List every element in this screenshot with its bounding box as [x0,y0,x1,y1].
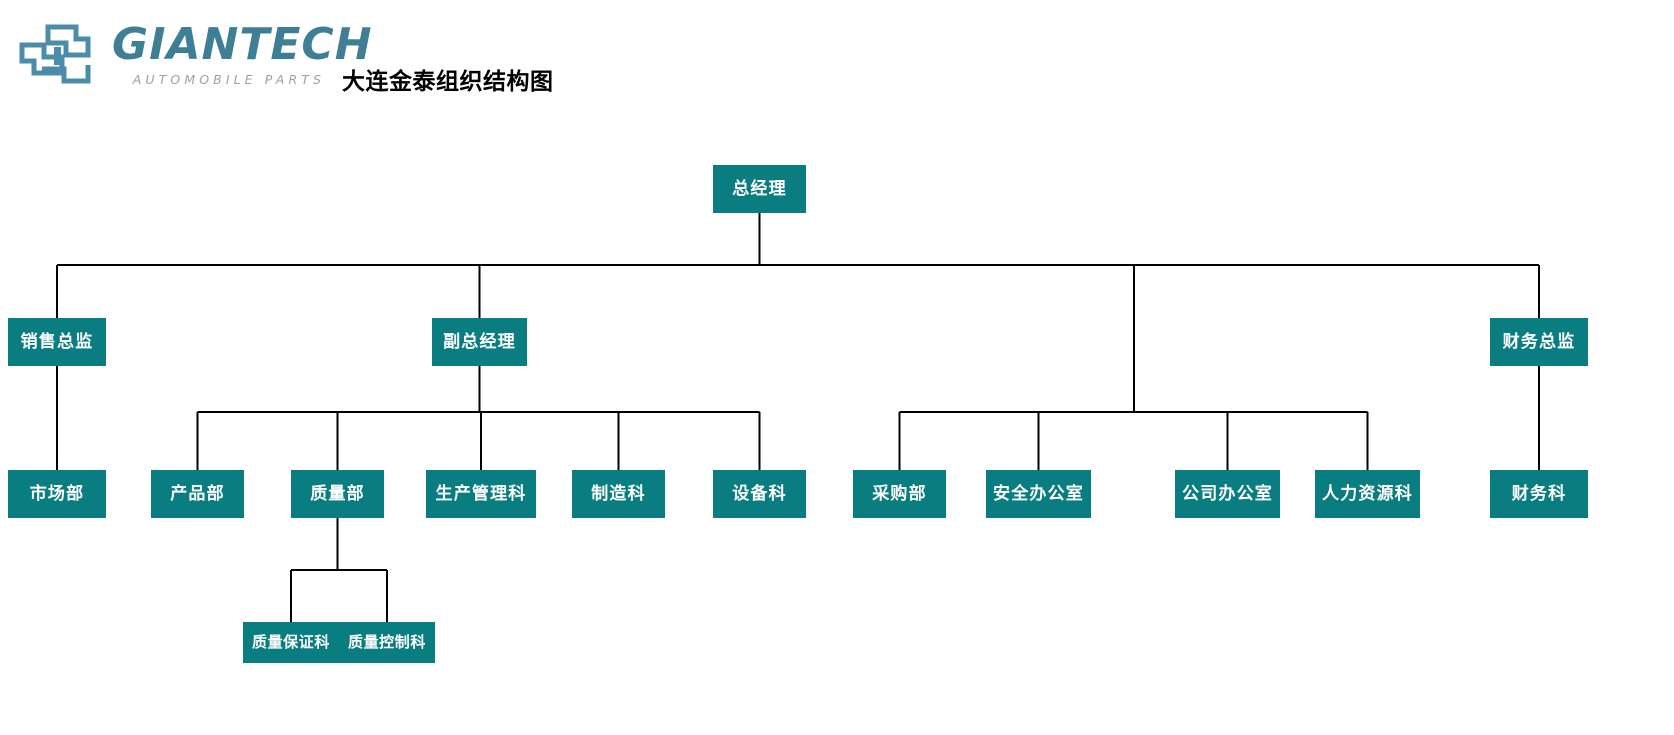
org-node-label: 人力资源科 [1322,483,1413,504]
org-node-label: 质量控制科 [347,633,426,651]
org-node-label: 安全办公室 [993,483,1084,504]
org-node-finance[interactable]: 财务科 [1490,470,1588,518]
org-node-label: 财务科 [1511,483,1567,504]
org-node-label: 产品部 [170,483,225,504]
org-node-purchase[interactable]: 采购部 [853,470,946,518]
org-node-dep_gm[interactable]: 副总经理 [432,318,527,366]
org-node-gm[interactable]: 总经理 [713,165,806,213]
org-node-label: 生产管理科 [435,483,527,504]
org-node-label: 市场部 [29,483,85,504]
org-node-corp_off[interactable]: 公司办公室 [1175,470,1280,518]
org-node-label: 财务总监 [1502,331,1576,352]
org-node-manufact[interactable]: 制造科 [572,470,665,518]
org-node-qa[interactable]: 质量保证科 [243,622,339,663]
page-title: 大连金泰组织结构图 [342,68,554,95]
org-node-label: 质量部 [310,483,365,504]
org-node-label: 设备科 [732,483,787,504]
org-node-prod_mgmt[interactable]: 生产管理科 [426,470,536,518]
org-node-product[interactable]: 产品部 [151,470,244,518]
logo-tagline: AUTOMOBILE PARTS [132,72,325,87]
org-node-hr[interactable]: 人力资源科 [1315,470,1420,518]
giantech-logo-mark [14,22,106,88]
org-node-market[interactable]: 市场部 [8,470,106,518]
org-node-label: 公司办公室 [1182,483,1273,504]
org-node-equipment[interactable]: 设备科 [713,470,806,518]
org-node-label: 质量保证科 [251,633,330,651]
org-node-fin_dir[interactable]: 财务总监 [1490,318,1588,366]
org-node-label: 采购部 [872,483,927,504]
org-node-label: 副总经理 [443,331,516,352]
org-node-qc[interactable]: 质量控制科 [339,622,435,663]
org-node-label: 总经理 [732,178,787,199]
org-node-label: 销售总监 [20,331,94,352]
page-header: GIANTECH AUTOMOBILE PARTS 大连金泰组织结构图 [0,0,1674,120]
org-node-safety[interactable]: 安全办公室 [986,470,1091,518]
org-node-label: 制造科 [591,483,646,504]
org-node-sales_dir[interactable]: 销售总监 [8,318,106,366]
org-node-quality[interactable]: 质量部 [291,470,384,518]
